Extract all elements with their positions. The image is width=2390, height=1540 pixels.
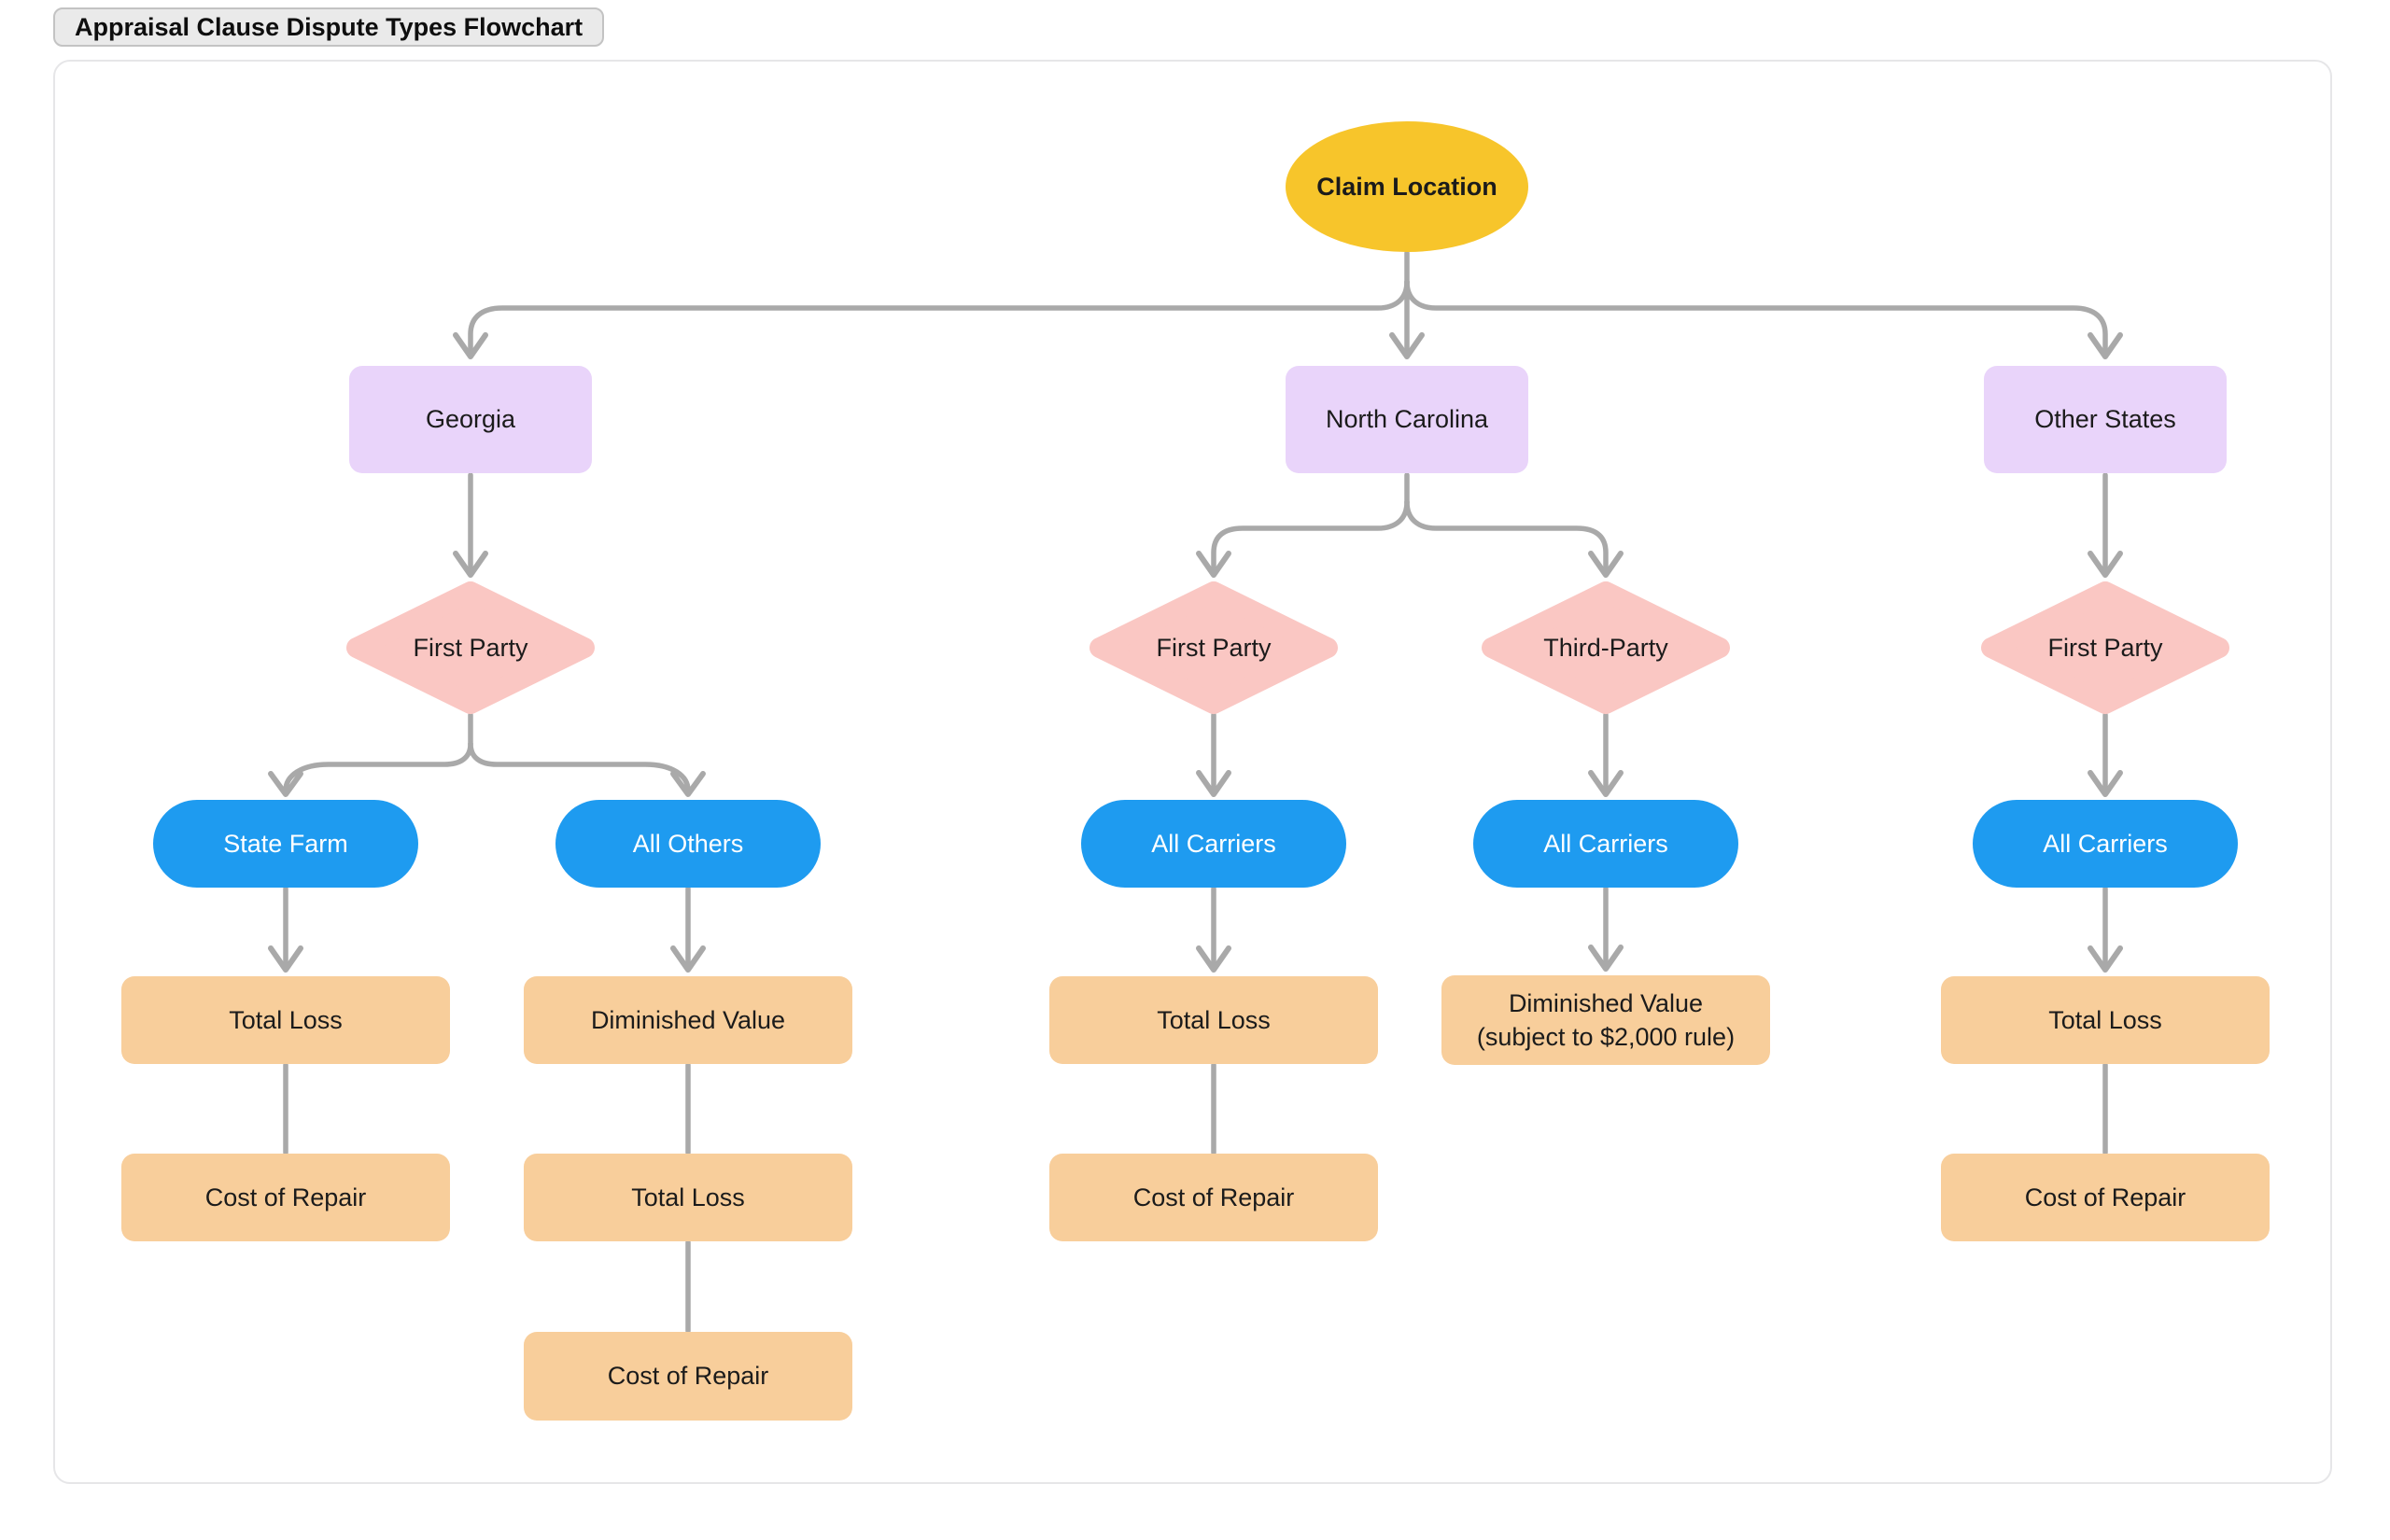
- decision-label: First Party: [413, 633, 528, 662]
- outcome-node-georgia-state-farm-cost-of-repair[interactable]: Cost of Repair: [121, 1154, 450, 1241]
- outcome-label: Diminished Value: [1508, 988, 1704, 1017]
- state-node-georgia[interactable]: Georgia: [349, 366, 592, 473]
- carrier-node-nc-third-party-all-carriers[interactable]: All Carriers: [1473, 800, 1738, 888]
- state-node-other-states[interactable]: Other States: [1984, 366, 2227, 473]
- outcome-node-georgia-all-others-cost-of-repair[interactable]: Cost of Repair: [524, 1332, 852, 1421]
- outcome-node-georgia-all-others-total-loss[interactable]: Total Loss: [524, 1154, 852, 1241]
- start-node-claim-location[interactable]: Claim Location: [1286, 121, 1528, 252]
- decision-label: First Party: [2047, 633, 2163, 662]
- outcome-sublabel: (subject to $2,000 rule): [1476, 1023, 1736, 1051]
- state-node-north-carolina[interactable]: North Carolina: [1286, 366, 1528, 473]
- decision-label: First Party: [1156, 633, 1272, 662]
- decision-node-georgia-first-party[interactable]: First Party: [336, 581, 605, 715]
- diamond-shape: [1090, 581, 1338, 714]
- diamond-shape: [346, 581, 595, 714]
- decision-node-nc-third-party[interactable]: Third-Party: [1471, 581, 1740, 715]
- decision-label: Third-Party: [1543, 633, 1668, 662]
- outcome-node-nc-first-party-cost-of-repair[interactable]: Cost of Repair: [1049, 1154, 1378, 1241]
- outcome-node-georgia-state-farm-total-loss[interactable]: Total Loss: [121, 976, 450, 1064]
- carrier-node-state-farm[interactable]: State Farm: [153, 800, 418, 888]
- flowchart-title-tab[interactable]: Appraisal Clause Dispute Types Flowchart: [53, 7, 605, 47]
- outcome-node-other-states-cost-of-repair[interactable]: Cost of Repair: [1941, 1154, 2270, 1241]
- diamond-shape: [1981, 581, 2229, 714]
- outcome-node-georgia-all-others-diminished-value[interactable]: Diminished Value: [524, 976, 852, 1064]
- carrier-node-nc-first-party-all-carriers[interactable]: All Carriers: [1081, 800, 1346, 888]
- carrier-node-other-states-all-carriers[interactable]: All Carriers: [1973, 800, 2238, 888]
- decision-node-other-states-first-party[interactable]: First Party: [1971, 581, 2240, 715]
- carrier-node-all-others[interactable]: All Others: [555, 800, 821, 888]
- outcome-node-other-states-total-loss[interactable]: Total Loss: [1941, 976, 2270, 1064]
- diamond-shape: [1482, 581, 1730, 714]
- outcome-node-nc-first-party-total-loss[interactable]: Total Loss: [1049, 976, 1378, 1064]
- flowchart-canvas: [53, 60, 2332, 1484]
- decision-node-nc-first-party[interactable]: First Party: [1079, 581, 1348, 715]
- outcome-node-nc-third-party-diminished-value[interactable]: Diminished Value (subject to $2,000 rule…: [1441, 975, 1770, 1065]
